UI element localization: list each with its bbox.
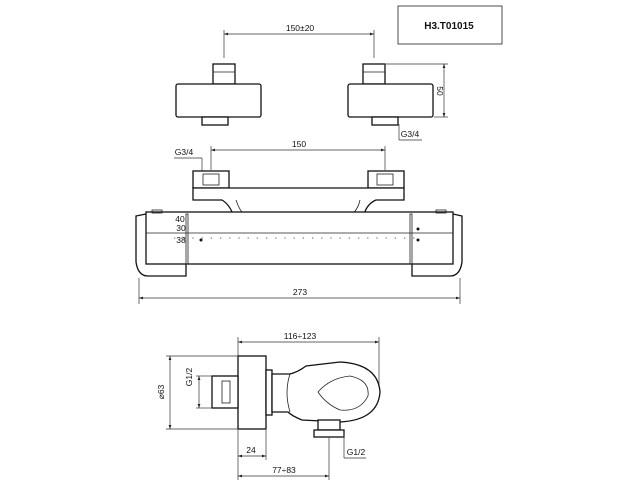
dim-label-height-50: 50 bbox=[435, 86, 445, 96]
dim-thread-g34-left: G3/4 bbox=[174, 147, 203, 172]
dim-diameter-63: ⌀63 bbox=[156, 355, 238, 430]
front-view-mixer: 30 40 bbox=[135, 170, 463, 277]
dim-label-height-38: 38 bbox=[176, 235, 186, 245]
product-code: H3.T01015 bbox=[424, 21, 474, 32]
dim-thread-g12-bottom: G1/2 bbox=[343, 433, 366, 459]
dim-height-50: 50 bbox=[386, 63, 448, 118]
dim-depth-range-2: 77÷83 bbox=[237, 430, 330, 480]
dim-label-depth-24: 24 bbox=[246, 445, 256, 455]
svg-text:40: 40 bbox=[175, 214, 185, 224]
dim-thread-g34-right: G3/4 bbox=[398, 124, 422, 141]
dim-width-273: 273 bbox=[138, 278, 461, 304]
top-view-connectors bbox=[175, 63, 434, 126]
dim-label-g12-bottom: G1/2 bbox=[347, 447, 366, 457]
dim-centers-150: 150 bbox=[210, 139, 386, 170]
title-block: H3.T01015 bbox=[397, 5, 503, 45]
dim-depth-24: 24 bbox=[238, 430, 267, 460]
dim-thread-g12-top: G1/2 bbox=[184, 368, 212, 409]
dim-label-width-273: 273 bbox=[293, 287, 307, 297]
dim-label-depth-range: 116÷123 bbox=[284, 331, 317, 341]
dim-depth-range: 116÷123 bbox=[237, 331, 380, 390]
dim-label-centers-range: 150±20 bbox=[286, 23, 315, 33]
dim-label-depth-range-2: 77÷83 bbox=[272, 465, 296, 475]
svg-text:30: 30 bbox=[176, 223, 186, 233]
dim-centers-range: 150±20 bbox=[223, 23, 375, 58]
dim-label-g12-top: G1/2 bbox=[184, 368, 194, 387]
dim-label-g34-left: G3/4 bbox=[175, 147, 194, 157]
dim-label-diameter-63: ⌀63 bbox=[156, 384, 166, 399]
dim-label-g34-right: G3/4 bbox=[401, 129, 420, 139]
dim-label-centers-150: 150 bbox=[292, 139, 306, 149]
dim-height-38: 38 bbox=[176, 235, 186, 245]
side-view-mixer bbox=[211, 355, 381, 438]
